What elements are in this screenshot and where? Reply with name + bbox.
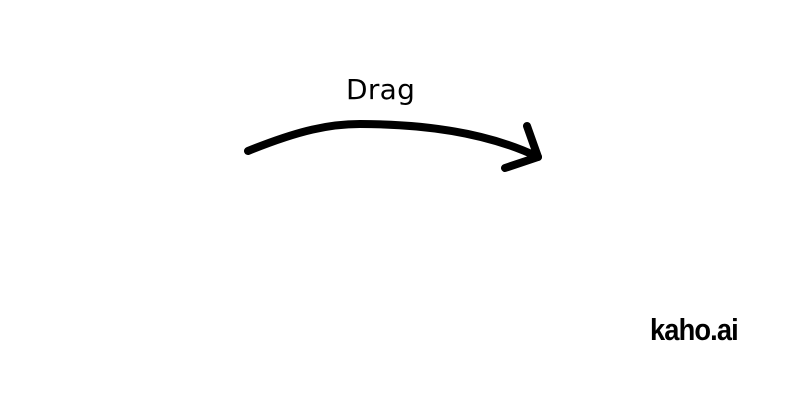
arrow-shaft [244,119,542,161]
brand-logo: kaho.ai [650,312,739,347]
arrow-head [501,122,542,172]
drag-label: Drag [346,73,416,106]
